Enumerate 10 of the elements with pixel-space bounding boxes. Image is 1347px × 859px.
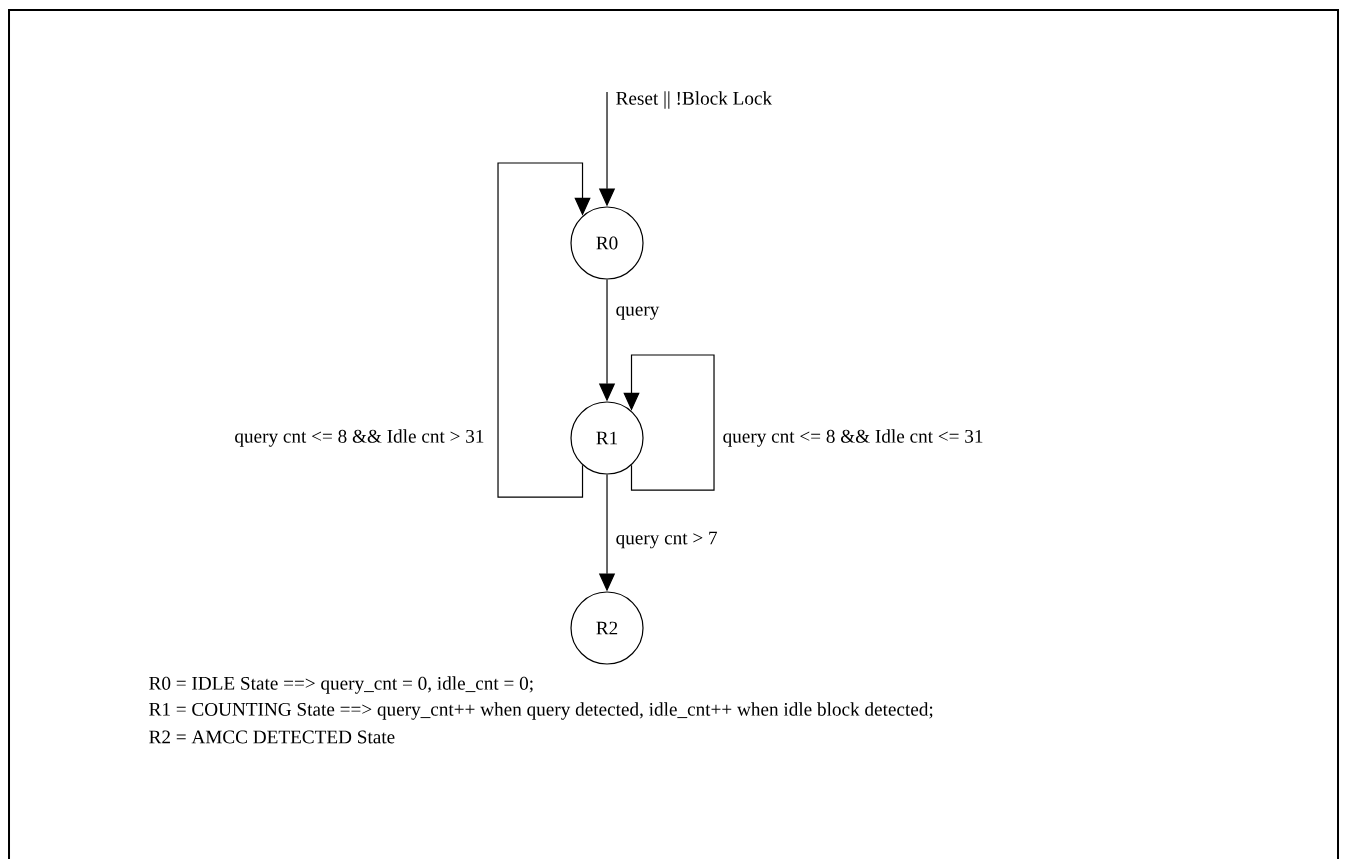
arrow xyxy=(623,354,715,491)
legend-text: R1 = COUNTING State ==> query_cnt++ when query detected, idle_cnt++ when idle block detected; xyxy=(149,702,933,720)
edge-label: query cnt > 7 xyxy=(613,529,720,551)
edge-label: Reset || !Block Lock xyxy=(613,89,775,111)
edge-label: query xyxy=(613,304,662,322)
edge-label: query cnt <= 8 && Idle cnt > 31 xyxy=(232,427,487,449)
legend-text: R0 = IDLE State ==> query_cnt = 0, idle_cnt = 0; xyxy=(149,676,533,694)
edge-label: query cnt <= 8 && Idle cnt <= 31 xyxy=(720,427,986,449)
legend-text: R2 = AMCC DETECTED State xyxy=(149,730,395,744)
arrow xyxy=(497,162,591,498)
